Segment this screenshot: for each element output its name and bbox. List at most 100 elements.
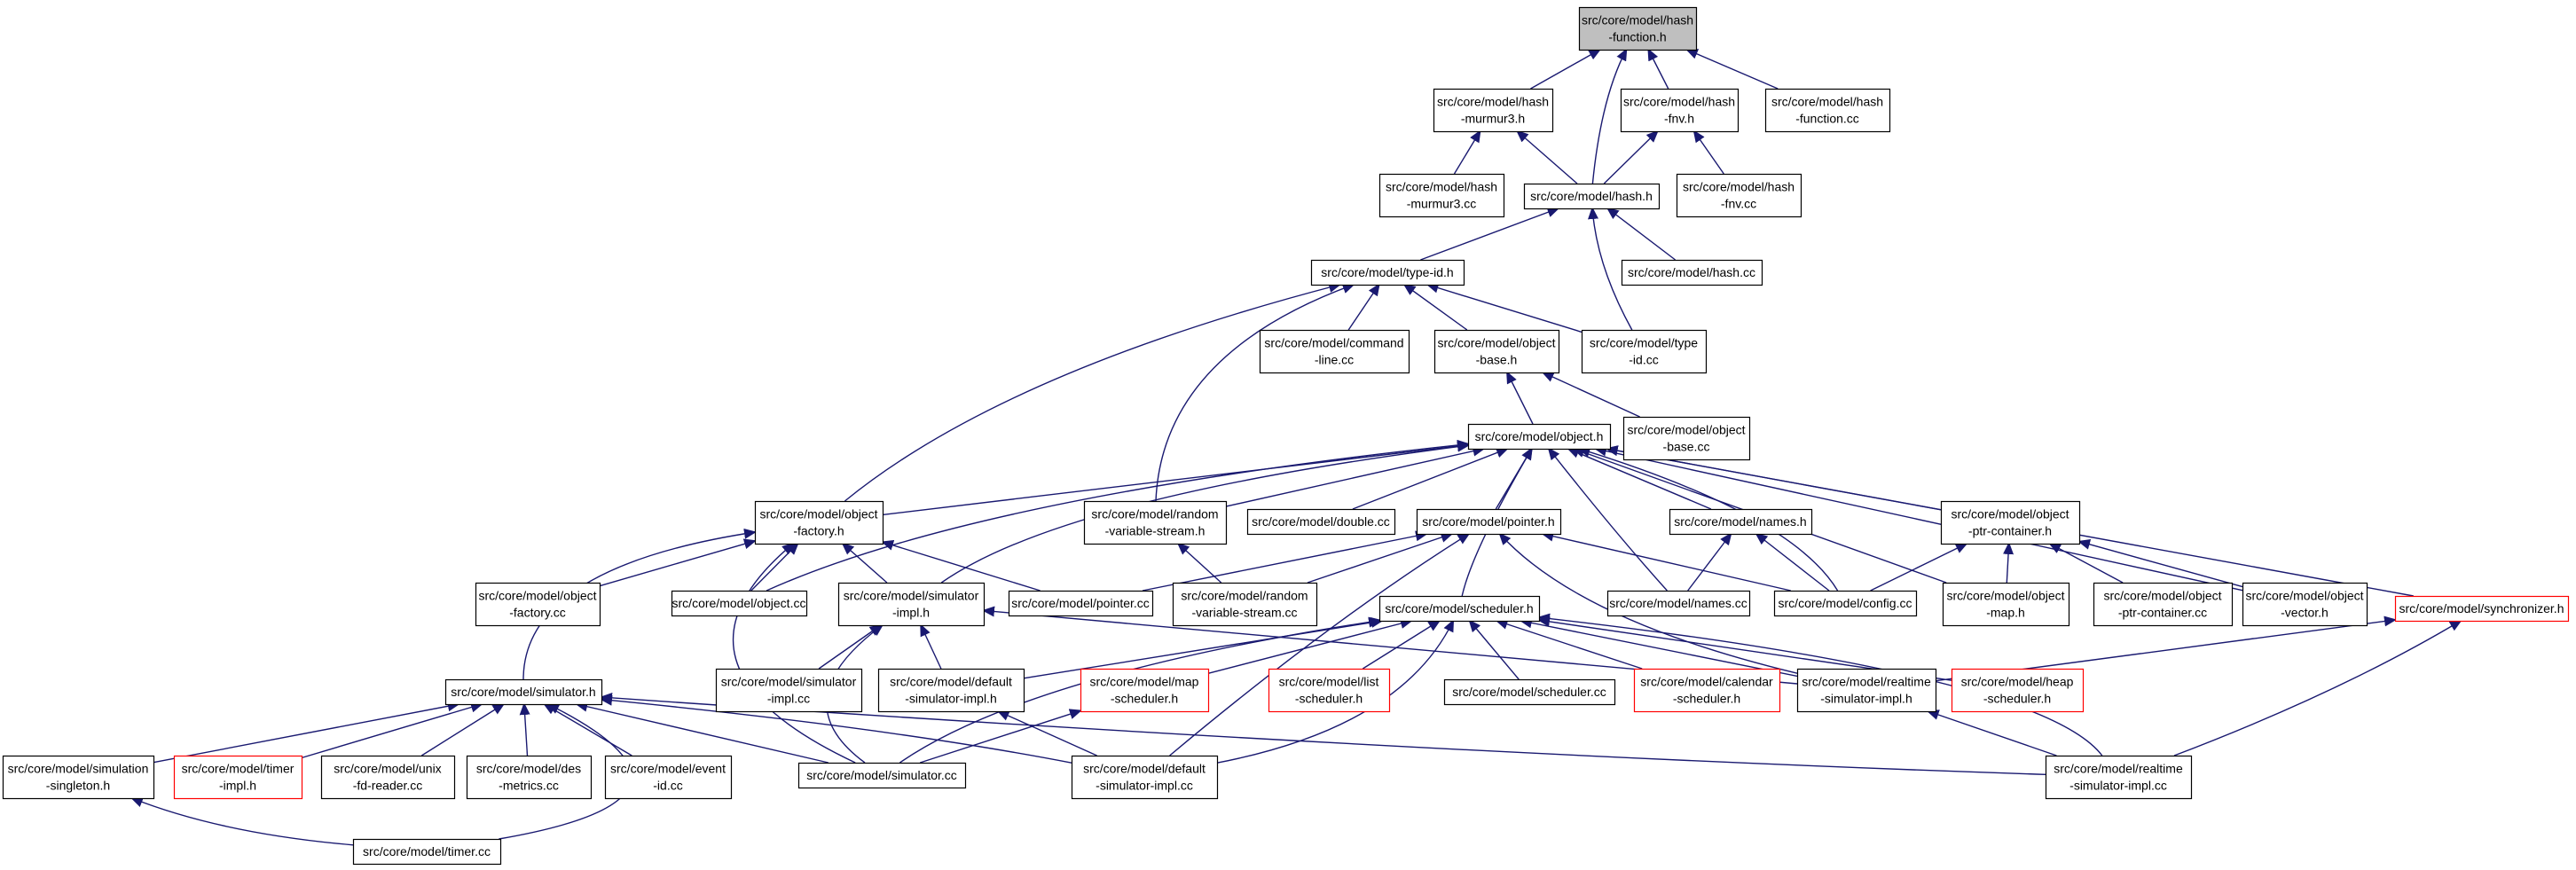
node-box: [1433, 329, 1560, 374]
node-label: src/core/model/timer: [182, 762, 295, 776]
edge-type_id_h-to-hash_h: [1420, 207, 1560, 261]
edge-object_cc-to-object_factory_h: [750, 542, 799, 592]
node-label: -id.cc: [653, 779, 682, 793]
node-hash_fnv_cc[interactable]: src/core/model/hash-fnv.cc: [1676, 173, 1802, 218]
edge-object_base_cc-to-object_base_h: [1541, 372, 1640, 418]
node-timer_cc[interactable]: src/core/model/timer.cc: [352, 838, 502, 866]
node-pointer_cc[interactable]: src/core/model/pointer.cc: [1008, 590, 1154, 617]
node-simulator_h[interactable]: src/core/model/simulator.h: [444, 678, 603, 706]
node-box: [1083, 500, 1228, 545]
node-hash_function_cc[interactable]: src/core/model/hash-function.cc: [1764, 88, 1891, 133]
node-box: [466, 755, 593, 800]
node-label: -singleton.h: [46, 779, 110, 793]
node-label: src/core/model/default: [1083, 762, 1206, 776]
node-hash_cc[interactable]: src/core/model/hash.cc: [1621, 259, 1763, 286]
edge-realtime_simulator_impl_cc-to-realtime_simulator_impl_h: [1926, 709, 2057, 756]
node-object_factory_cc[interactable]: src/core/model/object-factory.cc: [475, 582, 601, 627]
node-heap_scheduler_h[interactable]: src/core/model/heap -scheduler.h: [1951, 668, 2085, 713]
edge-hash_h-to-hash_function_h: [1591, 48, 1628, 184]
node-default_simulator_impl_cc[interactable]: src/core/model/default-simulator-impl.cc: [1071, 755, 1219, 800]
node-label: src/core/model/heap: [1961, 675, 2074, 689]
node-object_map_h[interactable]: src/core/model/object-map.h: [1942, 582, 2070, 627]
node-box: [604, 755, 733, 800]
node-scheduler_cc[interactable]: src/core/model/scheduler.cc: [1443, 678, 1616, 706]
node-label: src/core/model/config.cc: [1779, 596, 1912, 610]
node-box: [1443, 678, 1616, 706]
node-object_ptr_container_cc[interactable]: src/core/model/object-ptr-container.cc: [2093, 582, 2234, 627]
node-object_factory_h[interactable]: src/core/model/object-factory.h: [754, 500, 884, 545]
node-object_ptr_container_h[interactable]: src/core/model/object-ptr-container.h: [1940, 500, 2081, 545]
node-hash_fnv_h[interactable]: src/core/model/hash-fnv.h: [1620, 88, 1740, 133]
node-label: src/core/model/unix: [334, 762, 441, 776]
node-type_id_cc[interactable]: src/core/model/type-id.cc: [1581, 329, 1708, 374]
node-realtime_simulator_impl_h[interactable]: src/core/model/realtime-simulator-impl.h: [1796, 668, 1937, 713]
edge-double_cc-to-object_h: [1352, 447, 1509, 510]
node-type_id_h[interactable]: src/core/model/type-id.h: [1310, 259, 1465, 286]
node-simulator_impl_cc[interactable]: src/core/model/simulator-impl.cc: [715, 668, 863, 713]
node-box: [1669, 508, 1813, 536]
node-simulation_singleton_h[interactable]: src/core/model/simulation-singleton.h: [2, 755, 155, 800]
node-label: -simulator-impl.h: [905, 692, 996, 706]
node-label: -ptr-container.h: [1968, 524, 2052, 538]
node-label: src/core/model/object: [1946, 589, 2064, 603]
node-map_scheduler_h[interactable]: src/core/model/map-scheduler.h: [1080, 668, 1210, 713]
node-box: [1951, 668, 2085, 713]
edge-names_h-to-object_h: [1567, 448, 1712, 510]
node-object_base_cc[interactable]: src/core/model/object-base.cc: [1622, 416, 1751, 461]
edge-hash_function_cc-to-hash_function_h: [1685, 49, 1779, 90]
node-box: [1268, 668, 1391, 713]
node-label: src/core/model/double.cc: [1252, 514, 1390, 529]
node-label: src/core/model/scheduler.h: [1385, 601, 1533, 615]
node-label: src/core/model/object: [2245, 589, 2363, 603]
node-names_cc[interactable]: src/core/model/names.cc: [1606, 590, 1751, 617]
node-calendar_scheduler_h[interactable]: src/core/model/calendar-scheduler.h: [1633, 668, 1781, 713]
node-box: [1940, 500, 2081, 545]
node-label: src/core/model/list: [1279, 675, 1379, 689]
node-double_cc[interactable]: src/core/model/double.cc: [1246, 508, 1396, 536]
node-config_cc[interactable]: src/core/model/config.cc: [1773, 590, 1918, 617]
node-box: [352, 838, 502, 866]
node-hash_murmur3_h[interactable]: src/core/model/hash-murmur3.h: [1433, 88, 1554, 133]
node-simulator_cc[interactable]: src/core/model/simulator.cc: [797, 762, 967, 789]
node-box: [1621, 259, 1763, 286]
edge-unix_fd_reader_cc-to-simulator_h: [420, 702, 506, 756]
node-hash_murmur3_cc[interactable]: src/core/model/hash-murmur3.cc: [1378, 173, 1505, 218]
node-label: src/core/model/object: [2103, 589, 2221, 603]
node-names_h[interactable]: src/core/model/names.h: [1669, 508, 1813, 536]
node-synchronizer_h[interactable]: src/core/model/synchronizer.h: [2394, 595, 2570, 623]
node-random_variable_stream_h[interactable]: src/core/model/random-variable-stream.h: [1083, 500, 1228, 545]
node-realtime_simulator_impl_cc[interactable]: src/core/model/realtime-simulator-impl.c…: [2045, 755, 2193, 800]
node-label: -fnv.cc: [1721, 197, 1756, 211]
node-command_line_cc[interactable]: src/core/model/command-line.cc: [1259, 329, 1410, 374]
node-label: src/core/model/simulator: [721, 675, 857, 689]
node-list_scheduler_h[interactable]: src/core/model/list-scheduler.h: [1268, 668, 1391, 713]
node-timer_impl_h[interactable]: src/core/model/timer-impl.h: [173, 755, 303, 800]
node-object_h[interactable]: src/core/model/object.h: [1467, 423, 1612, 451]
node-hash_function_h[interactable]: src/core/model/hash-function.h: [1578, 6, 1698, 51]
node-unix_fd_reader_cc[interactable]: src/core/model/unix-fd-reader.cc: [320, 755, 456, 800]
node-simulator_impl_h[interactable]: src/core/model/simulator-impl.h: [837, 582, 986, 627]
node-object_base_h[interactable]: src/core/model/object-base.h: [1433, 329, 1560, 374]
edge-config_cc-to-pointer_h: [1541, 530, 1791, 592]
node-default_simulator_impl_h[interactable]: src/core/model/default-simulator-impl.h: [877, 668, 1025, 713]
node-pointer_h[interactable]: src/core/model/pointer.h: [1416, 508, 1562, 536]
edge-timer_impl_h-to-simulator_h: [301, 701, 483, 759]
edge-object_vector_h-to-object_h: [1593, 445, 2243, 592]
node-object_cc[interactable]: src/core/model/object.cc: [671, 590, 808, 617]
node-label: src/core/model/map: [1090, 675, 1199, 689]
node-event_id_cc[interactable]: src/core/model/event -id.cc: [604, 755, 733, 800]
node-random_variable_stream_cc[interactable]: src/core/model/random-variable-stream.cc: [1172, 582, 1318, 627]
node-label: src/core/model/event: [610, 762, 726, 776]
node-label: -scheduler.h: [1983, 692, 2051, 706]
edge-list_scheduler_h-to-scheduler_h: [1362, 619, 1441, 670]
node-box: [671, 590, 808, 617]
edge-random_variable_stream_h-to-object_h: [1225, 445, 1486, 507]
node-scheduler_h[interactable]: src/core/model/scheduler.h: [1378, 595, 1541, 623]
edge-type_id_cc-to-type_id_h: [1425, 282, 1583, 333]
node-hash_h[interactable]: src/core/model/hash.h: [1523, 183, 1661, 210]
edge-realtime_simulator_impl_h-to-scheduler_h: [1519, 617, 1798, 678]
node-box: [1080, 668, 1210, 713]
node-des_metrics_cc[interactable]: src/core/model/des-metrics.cc: [466, 755, 593, 800]
node-object_vector_h[interactable]: src/core/model/object-vector.h: [2242, 582, 2368, 627]
